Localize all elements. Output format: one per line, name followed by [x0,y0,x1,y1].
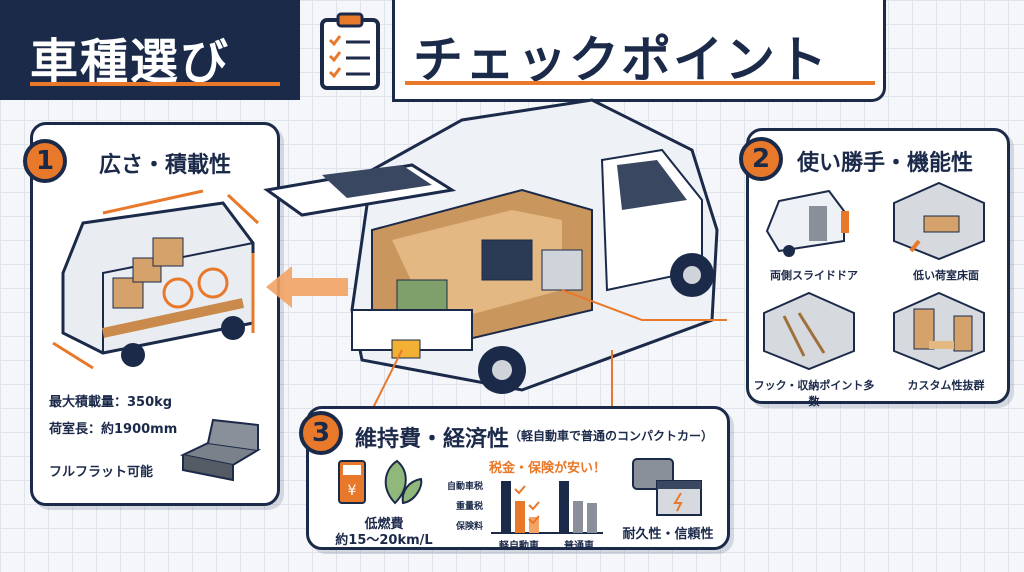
title-banner-left: 車種選び [0,0,300,100]
clipboard-checklist-icon [320,12,380,90]
title-main: 車種選び [30,34,231,90]
row-label: 保険料 [455,522,483,532]
section-subtitle: （軽自動車で普通のコンパクトカー） [509,429,714,443]
feature-label: カスタム性抜群 [907,379,985,392]
title-banner-right: チェックポイント [392,0,886,102]
section-badge: 3 [299,411,343,455]
feature-label: 両側スライドドア [770,269,858,282]
flat-seat-icon [179,418,261,482]
bar-regular-grey [573,501,583,533]
row-label: 自動車税 [446,482,483,492]
engine-battery-icon [632,458,702,516]
tax-comparison-bars [491,481,603,534]
durability-label: 耐久性・信頼性 [622,527,714,542]
fuel-value: 約15〜20km/L [335,533,433,548]
feature-label: 低い荷室床面 [913,269,979,282]
cargo-length-text: 荷室長：約1900mm [49,422,178,437]
section-badge: 1 [23,139,67,183]
panel-space-capacity: 1 広さ・積載性 最大積載量：350kg 荷室長：約1900mm フルフラット可… [23,122,280,506]
hooks-icon [763,291,855,371]
custom-interior-icon [893,291,985,371]
bar-kei-orange [515,501,525,533]
svg-text:¥: ¥ [348,483,357,499]
bar-kei-light [529,517,539,533]
underline [30,82,280,86]
panel-economy: 3 維持費・経済性 （軽自動車で普通のコンパクトカー） ¥ 低燃費 約15〜20… [299,406,730,552]
cargo-van-cutaway-illustration [52,189,260,370]
bar-regular [559,481,569,533]
underline [405,81,875,85]
category-label: 軽自動車 [499,541,539,552]
sliding-door-van-icon [765,189,849,257]
tax-headline: 税金・保険が安い！ [489,461,607,476]
full-flat-text: フルフラット可能 [49,465,154,480]
panel-usability: 2 使い勝手・機能性 両側スライドドア 低い荷室床面 フック・収納ポイント多数 … [739,128,1010,408]
section-badge: 2 [739,137,783,181]
max-load-text: 最大積載量：350kg [49,395,173,410]
row-label: 重量税 [455,502,483,512]
feature-label: フック・収納ポイント多数 [753,379,875,408]
fuel-label: 低燃費 [364,517,404,532]
central-van-illustration [263,98,727,410]
fuel-pump-leaf-icon: ¥ [338,459,423,505]
bar-regular-grey2 [587,503,597,533]
arrow-left-icon [266,266,348,308]
category-label: 普通車 [564,541,594,552]
section-title: 広さ・積載性 [99,153,232,178]
title-sub: チェックポイント [413,31,829,89]
section-title: 維持費・経済性 [355,427,510,452]
bar-kei [501,481,511,533]
section-title: 使い勝手・機能性 [797,151,974,176]
low-floor-icon [893,181,985,261]
